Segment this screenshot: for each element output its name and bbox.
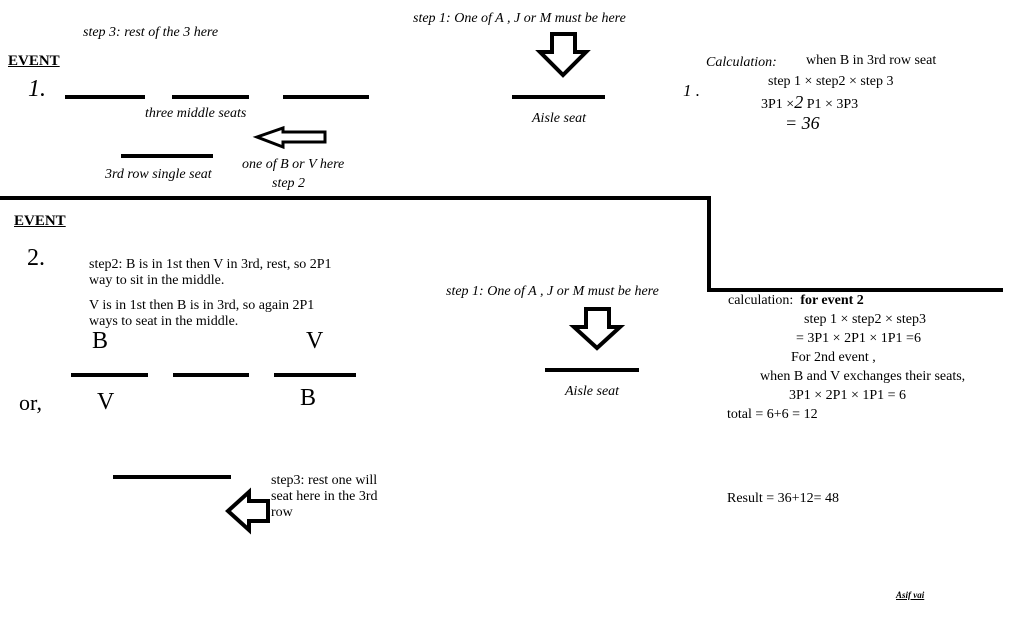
letter-b-bottom: B [300, 385, 317, 411]
calc1-title: Calculation: [706, 55, 777, 70]
calc1-steps: step 1 × step2 × step 3 [768, 74, 894, 89]
down-arrow-icon [535, 32, 591, 78]
event2-step2-text-2: V is in 1st then B is in 3rd, so again 2… [89, 298, 315, 330]
calc2-line3: when B and V exchanges their seats, [760, 369, 966, 384]
signature: Asif vai [896, 590, 925, 600]
event1-step3-label: step 3: rest of the 3 here [83, 25, 219, 40]
calc1-number: 1 . [683, 81, 700, 100]
calc2-line1: = 3P1 × 2P1 × 1P1 =6 [796, 331, 921, 346]
or-label: or, [19, 390, 42, 415]
calc2-total: total = 6+6 = 12 [727, 407, 818, 422]
single-seat-label: 3rd row single seat [105, 167, 212, 182]
down-arrow-icon [568, 307, 626, 351]
middle-seats-label: three middle seats [145, 106, 247, 121]
event2-aisle-label: Aisle seat [565, 384, 620, 399]
left-arrow-icon [252, 125, 327, 150]
calc2-title-line: calculation: for event 2 [728, 293, 864, 309]
calc1-formula-two: 2 [794, 92, 804, 112]
event1-step1-label: step 1: One of A , J or M must be here [413, 11, 626, 26]
event2-step1-label: step 1: One of A , J or M must be here [446, 284, 659, 299]
letter-v-bottom: V [97, 389, 115, 415]
event2-heading: EVENT [14, 213, 66, 229]
calc2-steps: step 1 × step2 × step3 [804, 312, 926, 327]
step2-label: step 2 [272, 176, 306, 191]
event2-step3-text: step3: rest one will seat here in the 3r… [271, 473, 378, 521]
letter-v-top: V [306, 328, 324, 354]
letter-b-top: B [92, 328, 109, 354]
calc2-title: calculation: [728, 293, 794, 308]
calc1-formula-a: 3P1 × [761, 97, 795, 112]
calc1-formula-b: P1 × 3P3 [803, 97, 859, 112]
event1-number: 1. [28, 76, 46, 102]
event2-number: 2. [27, 245, 45, 271]
calc2-result: Result = 36+12= 48 [727, 491, 839, 506]
event1-heading: EVENT [8, 53, 60, 69]
calc1-result: = 36 [785, 113, 820, 133]
event-separator [0, 196, 1003, 292]
calc1-formula: 3P1 ×2 P1 × 3P3 [761, 92, 858, 113]
left-arrow-icon [225, 487, 270, 535]
event1-aisle-label: Aisle seat [532, 111, 587, 126]
calc2-line4: 3P1 × 2P1 × 1P1 = 6 [789, 388, 907, 403]
calc2-title-bold: for event 2 [800, 293, 864, 308]
bv-label: one of B or V here [242, 157, 345, 172]
calc1-condition: when B in 3rd row seat [806, 53, 937, 68]
calc2-line2: For 2nd event , [791, 350, 876, 365]
event2-step2-text-1: step2: B is in 1st then V in 3rd, rest, … [89, 257, 332, 289]
